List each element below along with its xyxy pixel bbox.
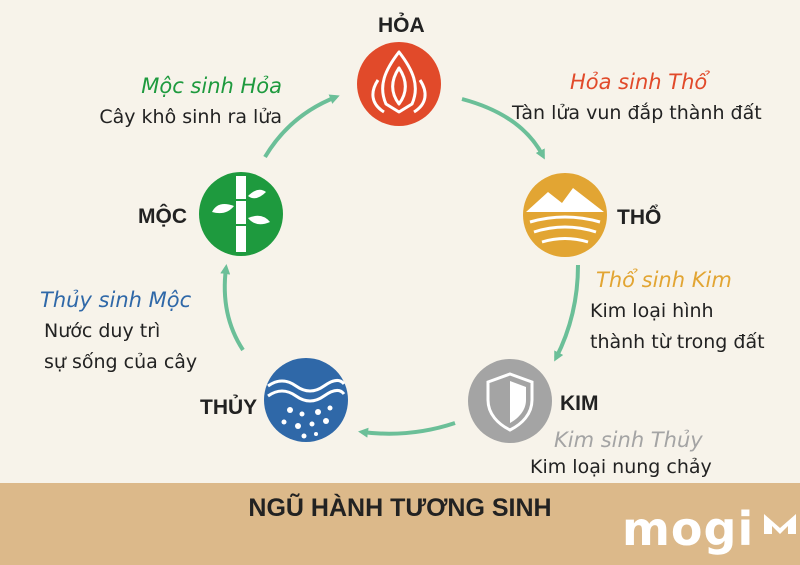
- moc-node: [199, 172, 283, 256]
- relation-title: Thổ sinh Kim: [596, 268, 732, 292]
- arrow-tho-to-kim: [554, 264, 580, 362]
- brand-logo: mogi: [622, 502, 754, 556]
- water-icon: [267, 379, 346, 403]
- tho-node: [523, 173, 607, 257]
- thuy-label: THỦY: [200, 396, 258, 419]
- relation-thuy-moc: Thủy sinh Mộc Nước duy trì sự sống của c…: [40, 288, 197, 378]
- relation-title: Hỏa sinh Thổ: [570, 70, 708, 94]
- relation-desc: sự sống của cây: [44, 351, 198, 373]
- footer-title: NGŨ HÀNH TƯƠNG SINH: [248, 494, 552, 522]
- relation-hoa-tho: Hỏa sinh Thổ Tàn lửa vun đắp thành đất: [512, 70, 762, 129]
- relation-kim-thuy: Kim sinh Thủy Kim loại nung chảy: [530, 428, 712, 483]
- relation-desc: thành từ trong đất: [590, 331, 765, 353]
- relation-title: Kim sinh Thủy: [554, 428, 703, 452]
- shield-icon: [486, 372, 534, 432]
- relation-desc: Cây khô sinh ra lửa: [99, 106, 282, 128]
- flame-icon: [371, 50, 427, 114]
- kim-label: KIM: [560, 392, 599, 415]
- bubble-dots: [281, 405, 333, 439]
- tho-label: THỔ: [617, 206, 662, 229]
- arrow-thuy-to-moc: [220, 264, 245, 352]
- relation-desc: Tàn lửa vun đắp thành đất: [512, 102, 762, 124]
- arrow-moc-to-hoa: [263, 94, 340, 159]
- footer-band: [0, 483, 800, 565]
- arrow-hoa-to-tho: [461, 97, 545, 160]
- bamboo-icon: [212, 176, 270, 252]
- thuy-node: [264, 358, 348, 442]
- brand-text: mogi: [622, 502, 755, 556]
- arrow-kim-to-thuy: [358, 421, 456, 438]
- hoa-node: [357, 42, 441, 126]
- hoa-label: HỎA: [378, 14, 425, 37]
- relation-desc: Kim loại nung chảy: [530, 456, 712, 478]
- relation-desc: Nước duy trì: [44, 320, 161, 342]
- mountain-icon: [526, 188, 604, 244]
- brand-mark-icon: [764, 514, 796, 534]
- relation-desc: Kim loại hình: [590, 300, 714, 322]
- relation-moc-hoa: Mộc sinh Hỏa Cây khô sinh ra lửa: [76, 74, 282, 133]
- relation-tho-kim: Thổ sinh Kim Kim loại hình thành từ tron…: [590, 268, 765, 358]
- relation-title: Mộc sinh Hỏa: [141, 74, 282, 98]
- relation-title: Thủy sinh Mộc: [40, 288, 192, 312]
- kim-node: [468, 359, 552, 443]
- moc-label: MỘC: [138, 205, 187, 228]
